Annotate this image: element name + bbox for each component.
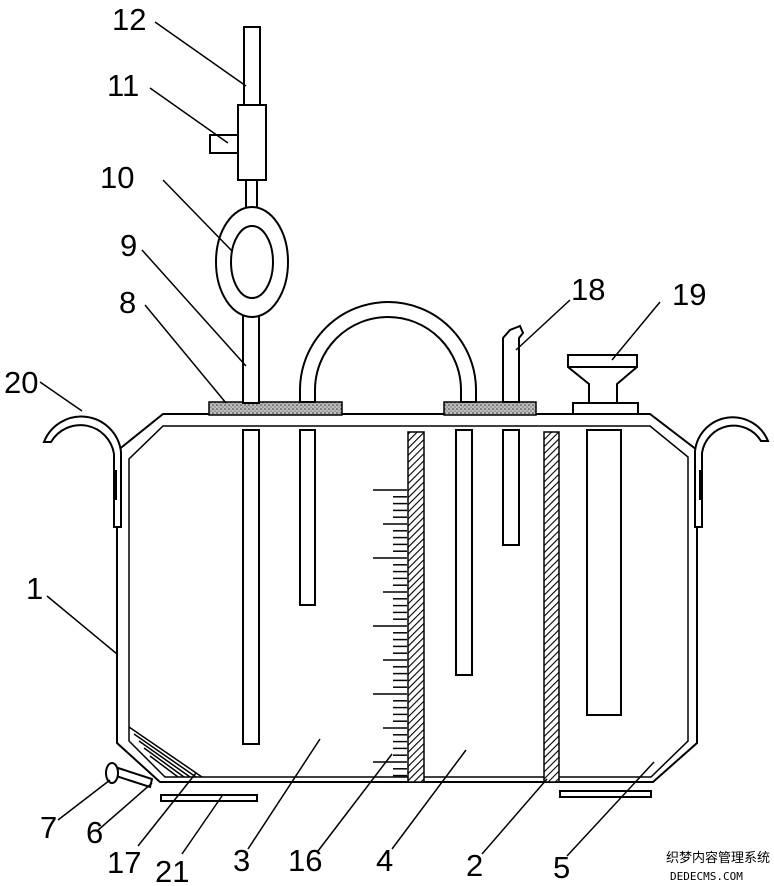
container-inner-wall <box>128 425 689 778</box>
label-16: 16 <box>288 843 322 878</box>
label-7: 7 <box>40 810 57 845</box>
internal-tubes <box>242 429 622 745</box>
top-seal-outlet <box>572 402 639 415</box>
partition-wall-left <box>407 431 425 783</box>
label-21: 21 <box>155 854 189 886</box>
label-4: 4 <box>376 843 393 878</box>
label-19: 19 <box>672 277 706 312</box>
flow-regulator <box>215 179 289 318</box>
label-20: 20 <box>4 365 38 400</box>
base-foot-right <box>559 790 652 798</box>
drain-plug <box>105 762 119 784</box>
label-5: 5 <box>553 850 570 885</box>
hanging-hook-left <box>42 415 122 528</box>
watermark: 织梦内容管理系统 DEDECMS.COM <box>666 850 770 883</box>
top-seal-right <box>443 401 537 416</box>
sediment-layer <box>128 726 203 778</box>
u-connector-tube <box>299 301 477 403</box>
hanging-hook-right <box>694 416 770 528</box>
inlet-pipe <box>242 314 260 404</box>
container-body <box>116 413 698 783</box>
outlet-tube-inner <box>586 429 622 716</box>
tee-connector <box>209 104 267 181</box>
component-labels: 12 11 10 9 8 20 18 19 1 7 6 17 21 3 16 4… <box>4 2 706 886</box>
label-6: 6 <box>86 815 103 850</box>
label-8: 8 <box>119 285 136 320</box>
label-18: 18 <box>571 272 605 307</box>
connector-tube-left-leg <box>299 429 316 606</box>
top-pipe <box>243 26 261 106</box>
base-foot-left <box>160 794 258 802</box>
label-17: 17 <box>107 845 141 880</box>
container-outer-wall <box>116 413 698 783</box>
watermark-line1: 织梦内容管理系统 <box>666 850 770 866</box>
label-2: 2 <box>466 848 483 883</box>
label-9: 9 <box>120 228 137 263</box>
label-10: 10 <box>100 160 134 195</box>
graduated-scale <box>373 489 407 777</box>
watermark-line2: DEDECMS.COM <box>670 870 743 883</box>
label-11: 11 <box>107 68 139 103</box>
vent-pipe <box>502 324 525 403</box>
label-1: 1 <box>26 571 43 606</box>
label-3: 3 <box>233 843 250 878</box>
funnel-cap <box>567 354 638 404</box>
drain-valve <box>105 762 154 789</box>
leader-lines <box>39 21 661 857</box>
top-seal-left <box>208 401 343 416</box>
connector-tube-right-leg <box>455 429 473 676</box>
label-12: 12 <box>112 2 146 37</box>
partition-wall-right <box>543 431 560 783</box>
vent-tube-inner <box>502 429 520 546</box>
inlet-tube <box>242 429 260 745</box>
